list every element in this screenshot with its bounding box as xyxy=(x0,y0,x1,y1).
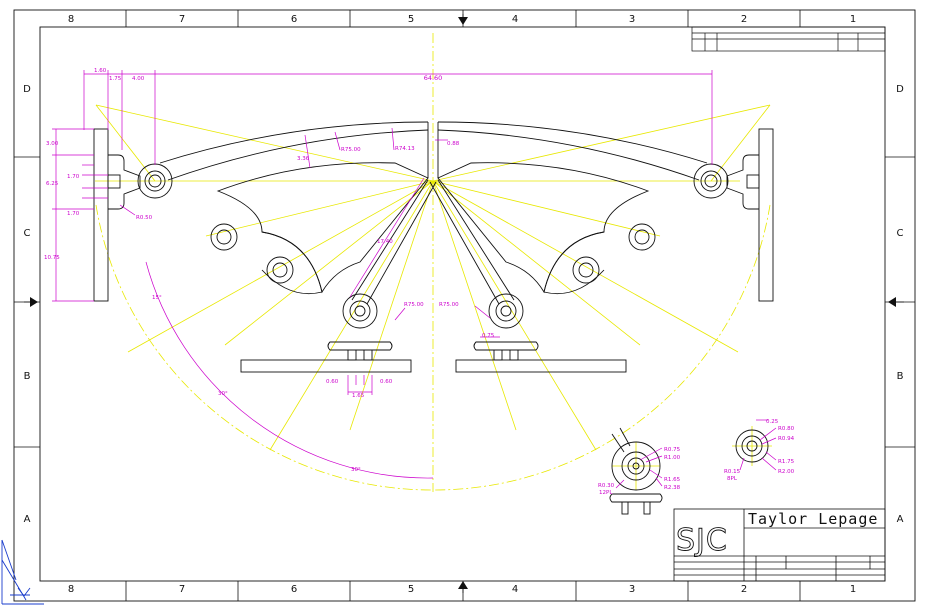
detail-left-r4: R2.38 xyxy=(664,485,681,491)
dim-v3: 10.75 xyxy=(44,255,60,261)
detail-right-r5-note: 8PL xyxy=(727,476,738,482)
row-label-b-right: B xyxy=(897,371,904,382)
dim-gap: 0.88 xyxy=(447,141,460,147)
col-label-6-top: 6 xyxy=(291,14,297,25)
detail-right-d1: 0.25 xyxy=(766,419,779,425)
detail-right-r3: R1.75 xyxy=(778,459,795,465)
row-label-a-left: A xyxy=(24,514,31,525)
title-block-logo: SJC xyxy=(676,523,728,558)
dim-r-outer: R75.00 xyxy=(341,147,361,153)
dim-r-arm-left: R75.00 xyxy=(404,302,424,308)
dim-r-arm-right: R75.00 xyxy=(439,302,459,308)
col-label-4-bottom: 4 xyxy=(512,584,518,595)
col-label-3-bottom: 3 xyxy=(629,584,635,595)
revision-block xyxy=(691,26,886,52)
dim-left-2: 1.75 xyxy=(109,76,122,82)
dim-thickness: 3.36 xyxy=(297,156,310,162)
detail-left-r1: R0.75 xyxy=(664,447,681,453)
row-label-a-right: A xyxy=(897,514,904,525)
col-label-3-top: 3 xyxy=(629,14,635,25)
row-label-d-left: D xyxy=(23,84,31,95)
col-label-7-top: 7 xyxy=(179,14,185,25)
dim-arm-length: 17.40 xyxy=(377,239,393,245)
dim-v2: 6.25 xyxy=(46,181,59,187)
dim-r-inner: R74.13 xyxy=(395,146,415,152)
centerlines xyxy=(95,33,772,492)
inner-border xyxy=(39,26,886,582)
dim-slot1: 1.70 xyxy=(67,174,80,180)
dimension-lines xyxy=(52,70,777,489)
dim-angle-30a: 30° xyxy=(218,391,228,397)
col-label-4-top: 4 xyxy=(512,14,518,25)
col-label-8-top: 8 xyxy=(68,14,74,25)
dim-angle-30b: 30° xyxy=(351,467,361,473)
dim-165: 1.65 xyxy=(352,393,365,399)
row-label-c-left: C xyxy=(24,228,31,239)
detail-right-r5: R0.15 xyxy=(724,469,741,475)
title-block xyxy=(673,508,886,582)
col-label-5-top: 5 xyxy=(408,14,414,25)
dim-slot2: 1.70 xyxy=(67,211,80,217)
col-label-7-bottom: 7 xyxy=(179,584,185,595)
col-label-8-bottom: 8 xyxy=(68,584,74,595)
detail-right-r4: R2.00 xyxy=(778,469,795,475)
col-label-6-bottom: 6 xyxy=(291,584,297,595)
col-label-2-bottom: 2 xyxy=(741,584,747,595)
detail-right-r1: R0.80 xyxy=(778,426,795,432)
dim-060a: 0.60 xyxy=(326,379,339,385)
dim-075: 0.75 xyxy=(482,333,495,339)
col-label-1-bottom: 1 xyxy=(850,584,856,595)
dim-v1: 3.00 xyxy=(46,141,59,147)
row-label-d-right: D xyxy=(896,84,904,95)
dim-060b: 0.60 xyxy=(380,379,393,385)
row-label-c-right: C xyxy=(897,228,904,239)
part-geometry xyxy=(93,121,774,515)
dim-left-1: 1.60 xyxy=(94,68,107,74)
detail-right-r2: R0.94 xyxy=(778,436,795,442)
col-label-2-top: 2 xyxy=(741,14,747,25)
outer-border xyxy=(13,9,916,602)
detail-left-r5-note: 12PL xyxy=(599,490,613,496)
title-block-author: Taylor Lepage xyxy=(748,510,878,528)
row-label-b-left: B xyxy=(24,371,31,382)
ucs-axis-icon xyxy=(1,539,44,605)
col-label-5-bottom: 5 xyxy=(408,584,414,595)
detail-left-r3: R1.65 xyxy=(664,477,681,483)
dim-left-3: 4.00 xyxy=(132,76,145,82)
col-label-1-top: 1 xyxy=(850,14,856,25)
detail-left-r5: R0.30 xyxy=(598,483,615,489)
dim-angle-15: 15° xyxy=(152,295,162,301)
dim-r-small: R0.50 xyxy=(136,215,153,221)
centering-arrows xyxy=(30,17,896,589)
dim-overall-width: 64.60 xyxy=(424,74,443,82)
detail-left-r2: R1.00 xyxy=(664,455,681,461)
